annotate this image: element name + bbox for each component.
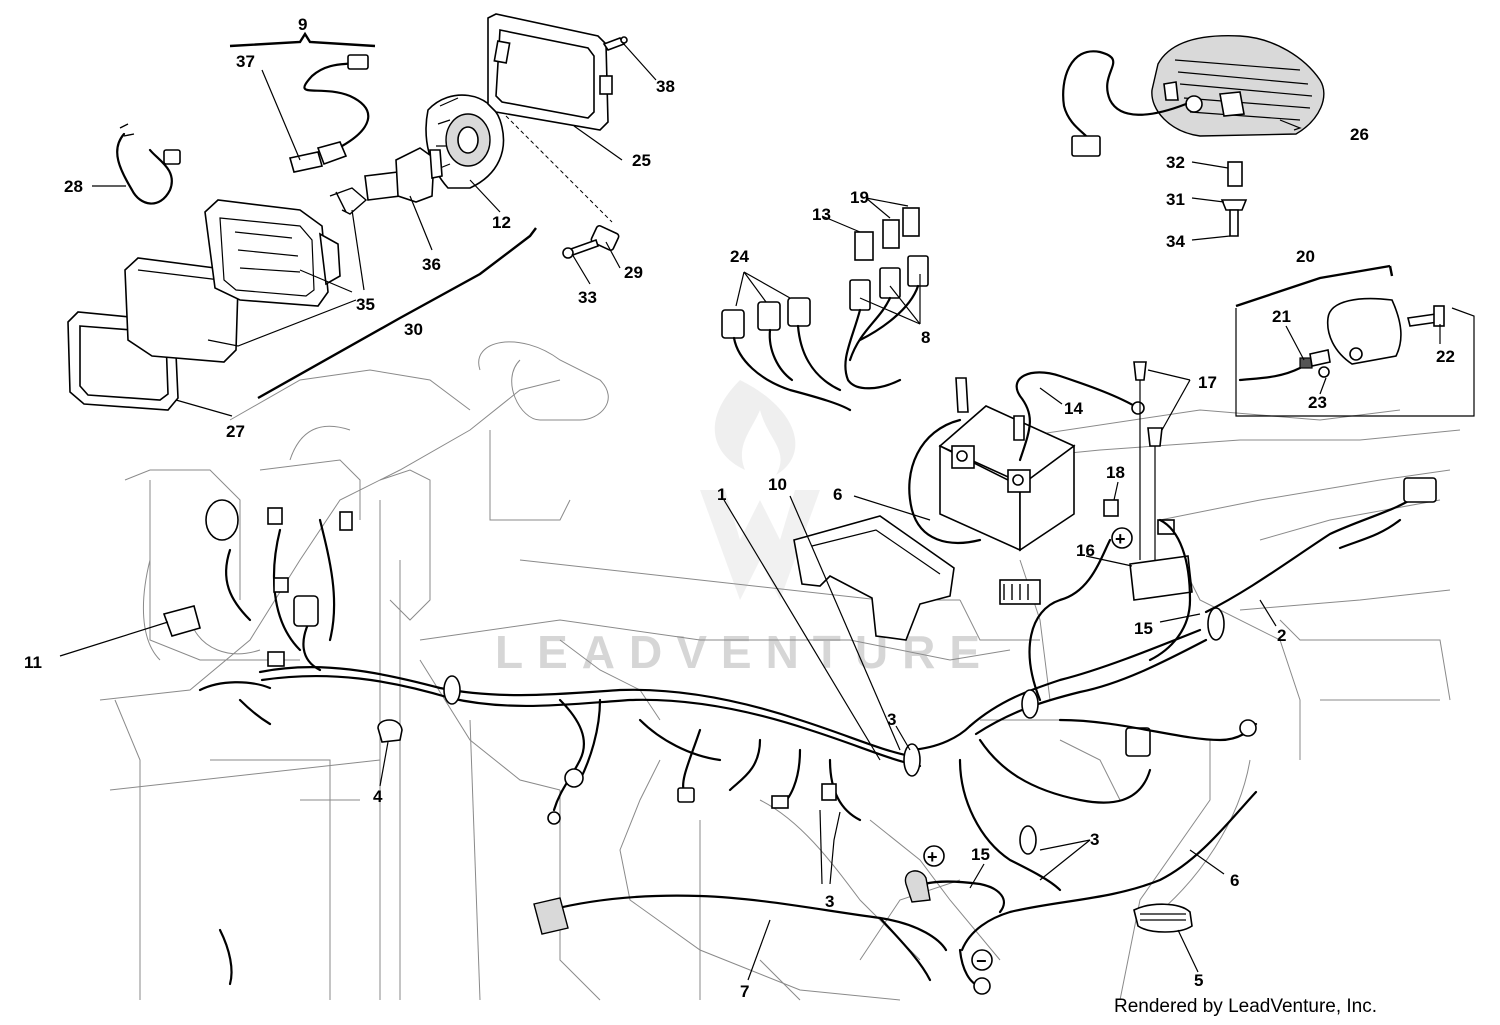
relay-socket-part-8c: [907, 255, 929, 287]
callout-13: 13: [812, 205, 831, 224]
callout-35: 35: [356, 295, 375, 314]
callout-11: 11: [24, 653, 42, 672]
halogen-bulb-part-36: [364, 171, 401, 201]
callout-17: 17: [1198, 373, 1217, 392]
main-wiring-harness-part-1: [198, 477, 1437, 892]
callout-9: 9: [298, 15, 307, 34]
sensor-part-21: [1238, 366, 1302, 382]
callout-26: 26: [1350, 125, 1369, 144]
callout-8: 8: [921, 328, 930, 347]
spring-clip-part-35: [329, 187, 368, 215]
callout-3: 3: [825, 892, 834, 911]
battery-cable-part-6: [960, 790, 1258, 952]
callout-32: 32: [1166, 153, 1185, 172]
connector-part-24c: [787, 297, 811, 327]
sensor-cover-part-20: [1326, 297, 1402, 365]
tail-light-part-26: [1151, 35, 1325, 137]
callout-6: 6: [1230, 871, 1239, 890]
positive-symbol: +: [927, 847, 938, 867]
callout-28: 28: [64, 177, 83, 196]
headlight-assembly: [67, 13, 628, 411]
connector-part-24a: [721, 309, 745, 339]
credit-text: Rendered by LeadVenture, Inc.: [1114, 996, 1377, 1017]
callout-23: 23: [1308, 393, 1327, 412]
callout-30: 30: [404, 320, 423, 339]
battery-assembly: [908, 371, 1145, 552]
callout-2: 2: [1277, 626, 1286, 645]
callout-38: 38: [656, 77, 675, 96]
socket-harness-part-9: [303, 60, 370, 148]
callout-14: 14: [1064, 399, 1083, 418]
callout-18: 18: [1106, 463, 1125, 482]
bolt-part-17a: [1133, 361, 1147, 381]
fuse-part-18: [1103, 499, 1119, 517]
position-bulb-part-37: [288, 151, 324, 173]
callout-15: 15: [1134, 619, 1153, 638]
relay-socket-part-8b: [879, 267, 901, 299]
callout-22: 22: [1436, 347, 1455, 366]
battery-tray-part-10: [793, 515, 955, 641]
spacer-part-32: [1227, 161, 1243, 187]
relay-part-19b: [902, 207, 920, 237]
callout-3: 3: [887, 710, 896, 729]
starter-solenoid-group: [999, 361, 1193, 605]
callout-24: 24: [730, 247, 749, 266]
solenoid-part-16: [1129, 555, 1193, 601]
adapter-harness-part-28: [116, 132, 173, 205]
washer-part-31: [1220, 199, 1248, 211]
callout-5: 5: [1194, 971, 1203, 990]
negative-symbol: −: [976, 951, 987, 971]
callout-27: 27: [226, 422, 245, 441]
callout-1: 1: [717, 485, 726, 504]
bolt-part-34: [1229, 209, 1239, 237]
watermark-logo: [700, 380, 820, 600]
callout-37: 37: [236, 52, 255, 71]
callout-7: 7: [740, 982, 749, 1001]
nut-part-23: [1318, 366, 1330, 378]
relay-part-19a: [882, 219, 900, 249]
callout-6: 6: [833, 485, 842, 504]
bracket-part-11: [162, 605, 201, 637]
headlight-lens: [124, 257, 239, 363]
vehicle-frame-outline: [99, 341, 1461, 1001]
callout-20: 20: [1296, 247, 1315, 266]
callout-25: 25: [632, 151, 651, 170]
callout-labels: 1 2 3 3 3 4 5 6 6 7 8 9 10 11 12 13 14 1…: [24, 15, 1455, 1001]
bolt-part-17b: [1147, 427, 1163, 447]
grommet-part-4: [377, 719, 403, 743]
relay-socket-part-8a: [849, 279, 871, 311]
callout-34: 34: [1166, 232, 1185, 251]
callout-10: 10: [768, 475, 787, 494]
tail-light-assembly: [1062, 35, 1325, 237]
callout-12: 12: [492, 213, 511, 232]
relay-group: [721, 207, 929, 412]
connector-part-24b: [757, 301, 781, 331]
callout-15: 15: [971, 845, 990, 864]
callout-33: 33: [578, 288, 597, 307]
callout-36: 36: [422, 255, 441, 274]
callout-21: 21: [1272, 307, 1291, 326]
leader-lines: [59, 31, 1441, 981]
watermark-text: LEADVENTURE: [495, 626, 994, 678]
inset-box: [1235, 264, 1475, 417]
callout-19: 19: [850, 188, 869, 207]
callout-16: 16: [1076, 541, 1095, 560]
positive-symbol: +: [1115, 529, 1126, 549]
callout-29: 29: [624, 263, 643, 282]
callout-4: 4: [373, 787, 383, 806]
cable-clamp-part-5: [1133, 903, 1193, 933]
callout-31: 31: [1166, 190, 1185, 209]
relay-part-13: [854, 231, 874, 261]
ground-cable-part-7: [548, 894, 948, 952]
callout-3: 3: [1090, 830, 1099, 849]
tail-harness-part-2: [1338, 518, 1402, 550]
